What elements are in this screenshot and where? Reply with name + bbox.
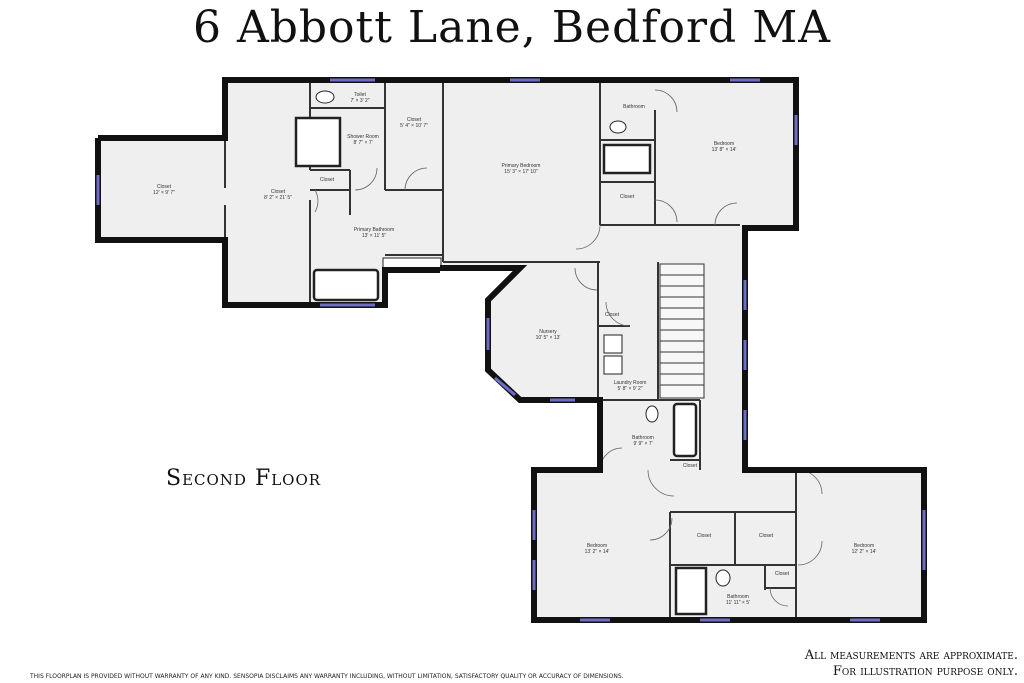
measurement-note-line1: All measurements are approximate. [804, 648, 1018, 663]
staircase [659, 263, 705, 399]
room-closet-s3: Closet [775, 571, 790, 577]
dryer-fixture [603, 355, 623, 375]
svg-text:Closet: Closet [759, 533, 774, 539]
washer-fixture [603, 334, 623, 354]
toilet-s-fixture [715, 569, 731, 587]
svg-text:8' 2" × 21' 5": 8' 2" × 21' 5" [264, 195, 292, 201]
svg-text:Closet: Closet [320, 177, 335, 183]
floor-label: Second Floor [166, 466, 322, 491]
svg-text:5' 4" × 10' 7": 5' 4" × 10' 7" [400, 123, 428, 129]
svg-text:15' 3" × 17' 10": 15' 3" × 17' 10" [504, 169, 538, 175]
room-primary-bathroom: Primary Bathroom 13' × 11' 5" [354, 227, 394, 239]
room-labels: Closet 12' × 9' 7" Closet 8' 2" × 21' 5"… [153, 92, 876, 606]
bathtub-fixture [312, 268, 380, 302]
svg-text:Bathroom: Bathroom [623, 104, 645, 110]
svg-text:Closet: Closet [271, 189, 286, 195]
shower-fixture [294, 116, 342, 168]
svg-text:12' 2" × 14': 12' 2" × 14' [852, 549, 877, 555]
svg-text:Bedroom: Bedroom [714, 141, 734, 147]
svg-text:Laundry Room: Laundry Room [614, 380, 647, 386]
svg-text:7' × 3' 2": 7' × 3' 2" [350, 98, 369, 104]
floor-area [98, 80, 924, 620]
room-toilet: Toilet 7' × 3' 2" [350, 92, 369, 104]
room-laundry-room: Laundry Room 5' 8" × 9' 2" [614, 380, 647, 392]
room-shower-room: Shower Room 8' 7" × 7' [347, 134, 379, 146]
room-nursery: Nursery 10' 5" × 13' [536, 329, 561, 341]
room-bedroom-sw: Bedroom 13' 2" × 14' [585, 543, 610, 555]
room-closet-long: Closet 8' 2" × 21' 5" [264, 189, 292, 201]
disclaimer: THIS FLOORPLAN IS PROVIDED WITHOUT WARRA… [30, 673, 624, 680]
shower-ne-fixture [602, 143, 652, 175]
room-closet-s2: Closet [759, 533, 774, 539]
room-bedroom-se: Bedroom 12' 2" × 14' [852, 543, 877, 555]
page-title: 6 Abbott Lane, Bedford MA [192, 2, 832, 53]
svg-text:Bedroom: Bedroom [587, 543, 607, 549]
room-bathroom-mid: Bathroom 9' 9" × 7' [632, 435, 654, 447]
svg-text:8' 7" × 7': 8' 7" × 7' [353, 140, 372, 146]
svg-text:Closet: Closet [697, 533, 712, 539]
svg-text:Bathroom: Bathroom [727, 594, 749, 600]
floor-west-wing [98, 80, 310, 305]
svg-text:Closet: Closet [157, 184, 172, 190]
svg-text:13' × 11' 5": 13' × 11' 5" [362, 233, 387, 239]
svg-text:Closet: Closet [775, 571, 790, 577]
svg-text:Toilet: Toilet [354, 92, 366, 98]
svg-text:Primary Bathroom: Primary Bathroom [354, 227, 394, 233]
measurement-note-line2: For illustration purpose only. [832, 664, 1018, 679]
svg-text:Nursery: Nursery [539, 329, 557, 335]
interior-walls [224, 80, 797, 620]
svg-text:12' × 9' 7": 12' × 9' 7" [153, 190, 175, 196]
room-bathroom-ne: Bathroom [623, 104, 645, 110]
room-bathroom-s: Bathroom 11' 11" × 5' [726, 594, 750, 606]
svg-text:Closet: Closet [683, 463, 698, 469]
room-closet-5x10: Closet 5' 4" × 10' 7" [400, 117, 428, 129]
fixtures [294, 90, 731, 616]
svg-text:13' 8" × 14': 13' 8" × 14' [712, 147, 737, 153]
windows [96, 78, 926, 622]
room-bedroom-ne: Bedroom 13' 8" × 14' [712, 141, 737, 153]
svg-text:10' 5" × 13': 10' 5" × 13' [536, 335, 561, 341]
svg-text:Closet: Closet [620, 194, 635, 200]
room-closet-small-a: Closet [320, 177, 335, 183]
svg-text:Bedroom: Bedroom [854, 543, 874, 549]
room-closet-s1: Closet [697, 533, 712, 539]
toilet-mid-fixture [645, 405, 659, 423]
svg-text:13' 2" × 14': 13' 2" × 14' [585, 549, 610, 555]
room-primary-bedroom: Primary Bedroom 15' 3" × 17' 10" [502, 163, 541, 175]
toilet-ne-fixture [609, 120, 627, 134]
svg-text:Bathroom: Bathroom [632, 435, 654, 441]
bathtub-mid-fixture [672, 402, 698, 458]
toilet-fixture [315, 90, 335, 104]
room-closet-mid: Closet [683, 463, 698, 469]
svg-text:11' 11" × 5': 11' 11" × 5' [726, 600, 750, 606]
svg-text:Closet: Closet [407, 117, 422, 123]
shower-s-fixture [674, 566, 708, 616]
room-closet-ne: Closet [620, 194, 635, 200]
measurement-note: All measurements are approximate. For il… [805, 648, 1018, 680]
floor-south-wing [534, 470, 924, 620]
room-closet-west: Closet 12' × 9' 7" [153, 184, 175, 196]
room-closet-laundry: Closet [605, 312, 620, 318]
svg-text:5' 8" × 9' 2": 5' 8" × 9' 2" [617, 386, 642, 392]
svg-text:Shower Room: Shower Room [347, 134, 379, 140]
svg-text:9' 9" × 7': 9' 9" × 7' [633, 441, 652, 447]
svg-text:Closet: Closet [605, 312, 620, 318]
svg-text:Primary Bedroom: Primary Bedroom [502, 163, 541, 169]
